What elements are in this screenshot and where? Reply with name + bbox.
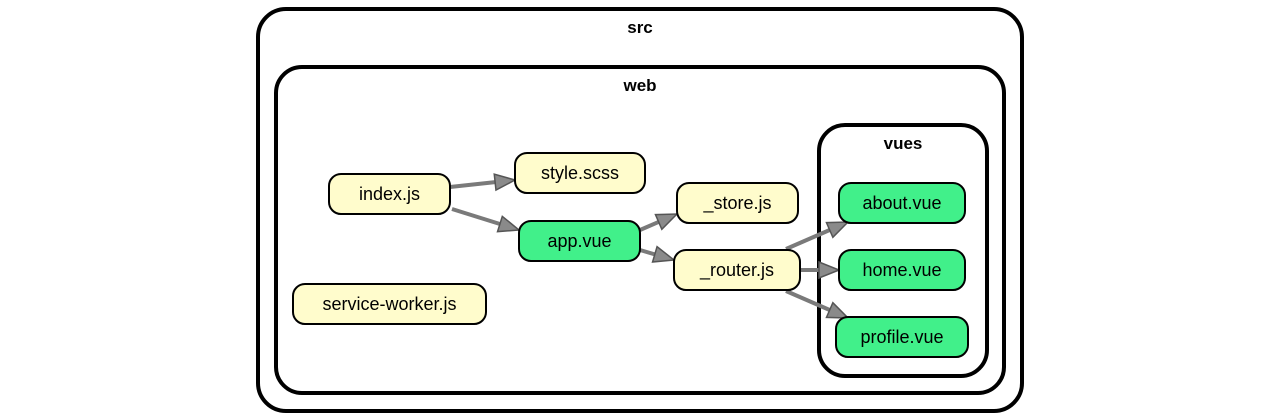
node-app-box bbox=[518, 220, 641, 262]
arrowhead-icon bbox=[493, 173, 518, 192]
edge-line bbox=[639, 248, 656, 257]
node-store-label: _store.js bbox=[702, 193, 771, 214]
edge-line bbox=[451, 207, 501, 226]
node-router-box bbox=[673, 249, 801, 291]
edge-line bbox=[449, 180, 496, 189]
node-home[interactable]: home.vue bbox=[838, 249, 966, 291]
edge-app-router bbox=[639, 245, 676, 263]
edge-line bbox=[639, 220, 660, 232]
edge-line bbox=[785, 228, 831, 251]
node-store-box bbox=[676, 182, 799, 224]
node-profile-label: profile.vue bbox=[860, 327, 943, 347]
node-index[interactable]: index.js bbox=[328, 173, 451, 215]
node-router[interactable]: _router.js bbox=[673, 249, 801, 291]
arrowhead-icon bbox=[818, 260, 842, 280]
edge-line bbox=[785, 289, 831, 312]
edge-index-style bbox=[449, 173, 518, 192]
node-about[interactable]: about.vue bbox=[838, 182, 966, 224]
edge-router-profile bbox=[785, 289, 850, 319]
arrowhead-icon bbox=[825, 221, 850, 239]
arrowhead-icon bbox=[654, 213, 679, 231]
node-index-box bbox=[328, 173, 451, 215]
cluster-vues-label: vues bbox=[884, 134, 923, 153]
node-app-label: app.vue bbox=[547, 231, 611, 251]
node-sw[interactable]: service-worker.js bbox=[292, 283, 487, 325]
node-home-label: home.vue bbox=[862, 260, 941, 280]
edge-index-app bbox=[451, 207, 521, 233]
cluster-web-label: web bbox=[622, 76, 656, 95]
cluster-src-label: src bbox=[627, 18, 653, 37]
node-router-label: _router.js bbox=[699, 260, 774, 281]
node-about-box bbox=[838, 182, 966, 224]
node-sw-label: service-worker.js bbox=[322, 294, 456, 314]
edge-router-home bbox=[800, 260, 842, 280]
node-style-box bbox=[514, 152, 646, 194]
node-app[interactable]: app.vue bbox=[518, 220, 641, 262]
node-style[interactable]: style.scss bbox=[514, 152, 646, 194]
node-style-label: style.scss bbox=[541, 163, 619, 183]
edge-router-about bbox=[785, 221, 850, 251]
node-index-label: index.js bbox=[359, 184, 420, 204]
node-about-label: about.vue bbox=[862, 193, 941, 213]
node-home-box bbox=[838, 249, 966, 291]
arrowhead-icon bbox=[825, 301, 850, 319]
node-profile[interactable]: profile.vue bbox=[835, 316, 969, 358]
edge-app-store bbox=[639, 213, 679, 232]
arrowhead-icon bbox=[496, 215, 521, 233]
node-profile-box bbox=[835, 316, 969, 358]
node-store[interactable]: _store.js bbox=[676, 182, 799, 224]
arrowhead-icon bbox=[651, 245, 676, 263]
node-sw-box bbox=[292, 283, 487, 325]
